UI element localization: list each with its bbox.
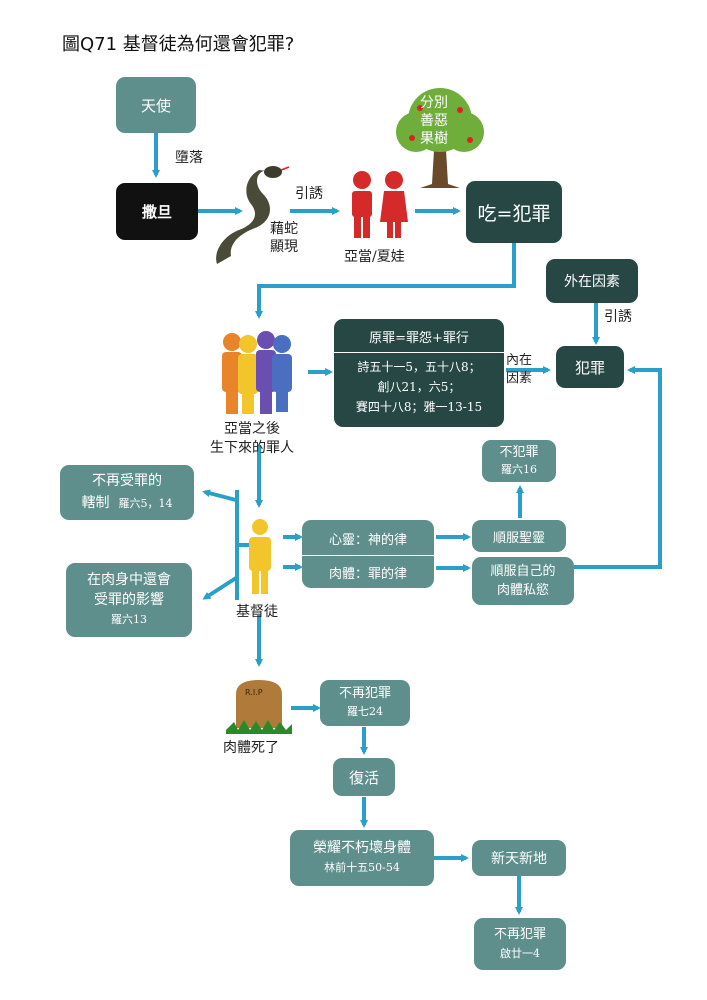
tree-label: 分別 善惡 果樹: [420, 95, 448, 147]
glorious-body-box: 榮耀不朽壞身體 林前十五50-54: [290, 830, 434, 886]
satan-box: 撒旦: [116, 183, 198, 240]
no-bondage-box: 不再受罪的 轄制 羅六5，14: [60, 465, 194, 520]
flesh-dead-label: 肉體死了: [223, 740, 279, 756]
original-sin-box: 原罪=罪怨+罪行 詩五十一5，五十八8； 創八21，六5； 賽四十八8；雅一13…: [334, 319, 504, 427]
christian-label: 基督徒: [236, 604, 278, 620]
external-factor-box: 外在因素: [546, 259, 638, 303]
law-box: 心靈：神的律 肉體：罪的律: [302, 520, 434, 588]
still-influenced-box: 在肉身中還會 受罪的影響 羅六13: [66, 563, 192, 637]
tombstone-icon: [226, 680, 292, 734]
adam-eve-icon: [352, 171, 408, 238]
tempt1-label: 引誘: [295, 186, 323, 202]
tree-icon: [396, 88, 484, 188]
people-icon: [222, 331, 292, 414]
page-title: 圖Q71 基督徒為何還會犯罪?: [62, 34, 295, 55]
christian-icon: [249, 519, 271, 594]
sin-box: 犯罪: [556, 346, 624, 388]
fall-label: 墮落: [175, 150, 203, 166]
new-heaven-box: 新天新地: [472, 840, 566, 876]
angel-box: 天使: [116, 77, 196, 133]
descendants-label: 亞當之後生下來的罪人: [210, 421, 294, 456]
obey-spirit-box: 順服聖靈: [472, 520, 566, 552]
original-sin-refs: 詩五十一5，五十八8； 創八21，六5； 賽四十八8；雅一13-15: [355, 360, 483, 414]
inner-factor-label: 內在因素: [506, 353, 533, 386]
rip-text: R.I.P: [245, 688, 263, 697]
no-sin-rom-box: 不犯罪 羅六16: [482, 440, 556, 482]
obey-flesh-box: 順服自己的 肉體私慾: [472, 557, 574, 605]
snake-icon: [216, 166, 290, 264]
eat-sin-box: 吃=犯罪: [466, 181, 562, 243]
adam-eve-label: 亞當/夏娃: [344, 249, 405, 265]
resurrection-box: 復活: [333, 758, 395, 796]
tempt2-label: 引誘: [604, 309, 632, 325]
no-more-sin-7-box: 不再犯罪 羅七24: [320, 680, 410, 726]
no-more-sin-final-box: 不再犯罪 啟廿一4: [474, 918, 566, 970]
snake-label: 藉蛇顯現: [270, 221, 298, 255]
